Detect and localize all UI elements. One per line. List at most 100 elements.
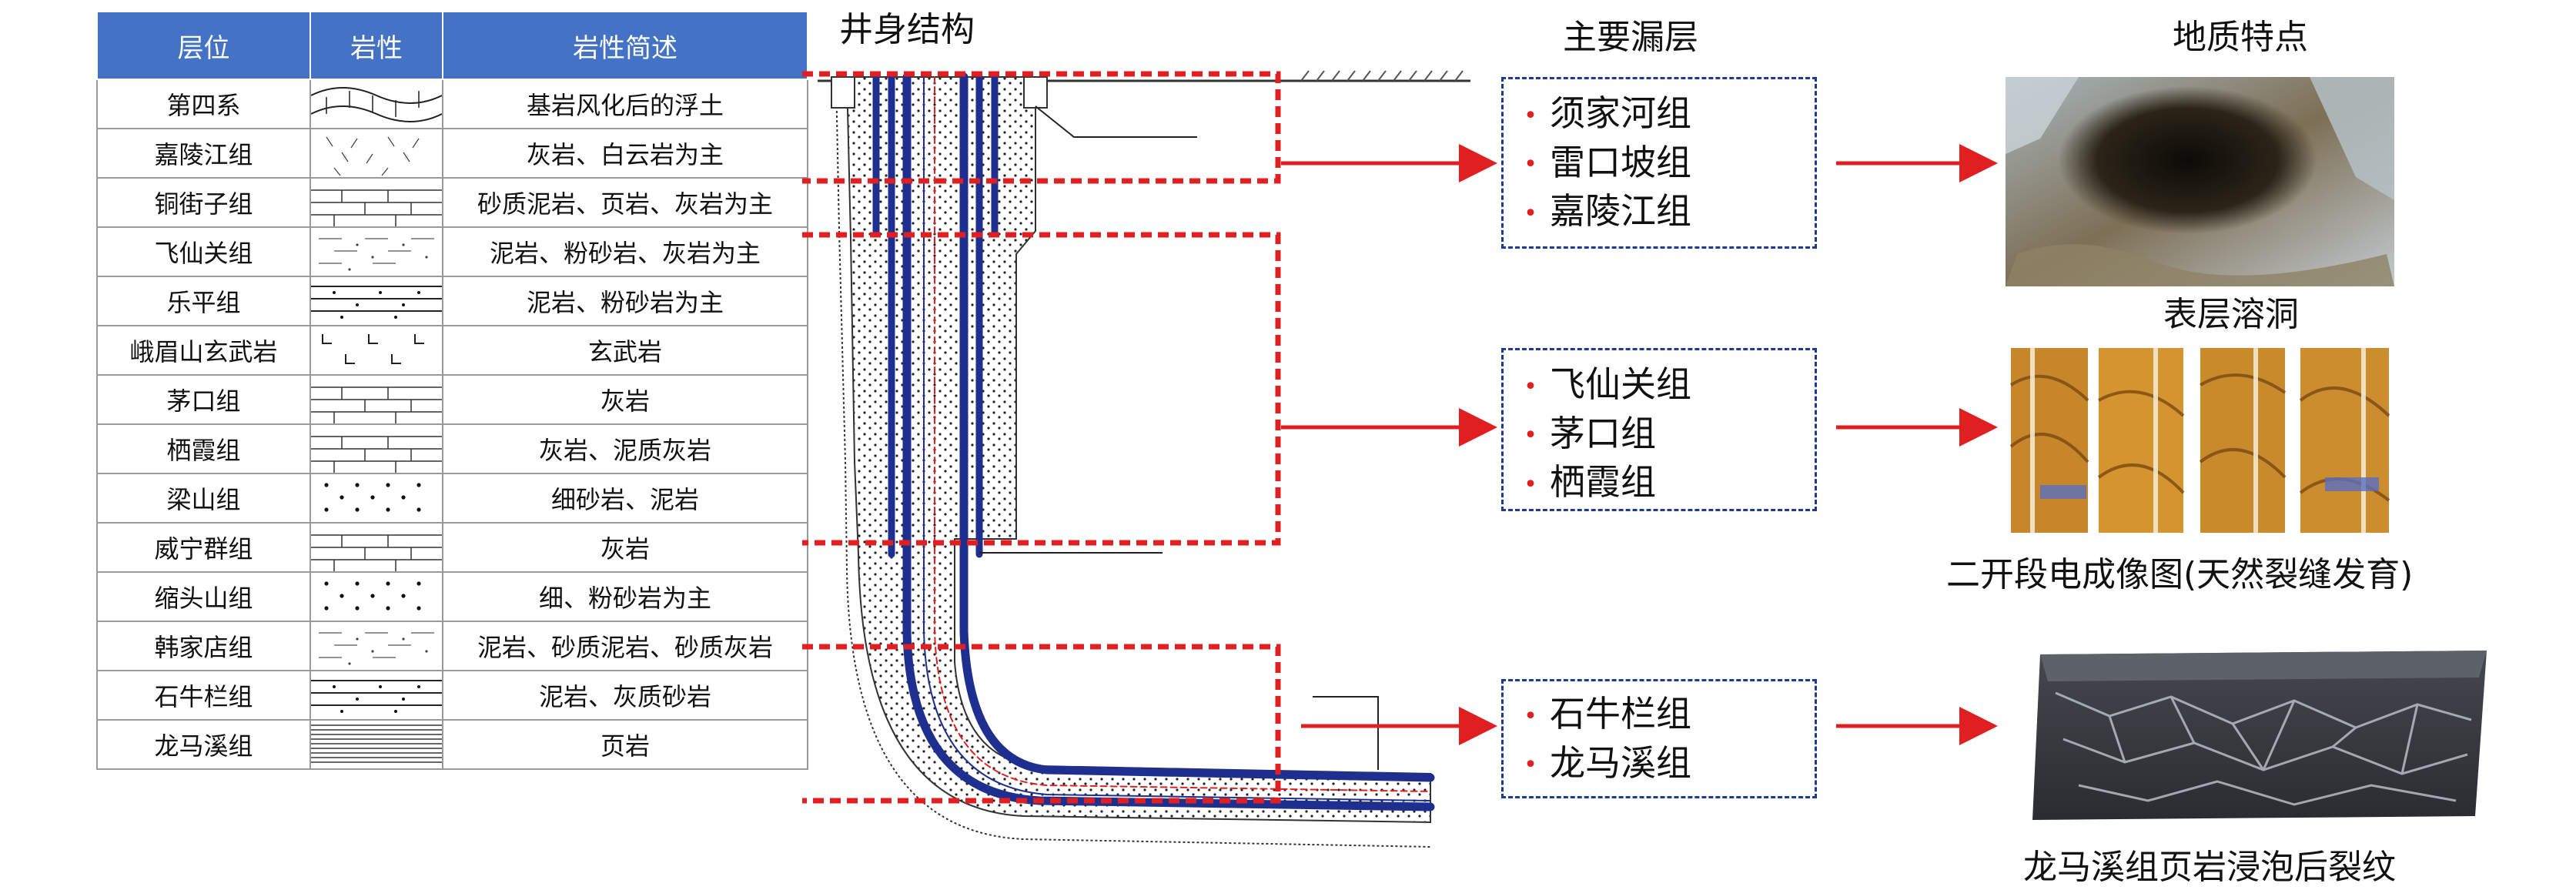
lithology-description: 灰岩 <box>442 522 808 573</box>
table-row: 威宁群组 灰岩 <box>96 522 808 573</box>
bullet-icon: • <box>1524 751 1537 778</box>
layer-name: 韩家店组 <box>96 621 311 671</box>
bullet-icon: • <box>1524 199 1537 227</box>
table-row: 峨眉山玄武岩 玄武岩 <box>96 325 808 376</box>
layer-name: 第四系 <box>96 79 311 129</box>
table-row: 嘉陵江组 灰岩、白云岩为主 <box>96 128 808 179</box>
bullet-icon: • <box>1524 102 1537 129</box>
bullet-icon: • <box>1524 373 1537 400</box>
loss-zone-outlines <box>802 71 1281 804</box>
table-row: 梁山组 细砂岩、泥岩 <box>96 473 808 524</box>
table-row: 栖霞组灰岩、泥质灰岩 <box>96 423 808 474</box>
title-geology: 地质特点 <box>2173 18 2308 57</box>
lithology-description: 细砂岩、泥岩 <box>442 473 808 524</box>
lithology-pattern-mudstone-dots <box>309 226 443 277</box>
bullet-icon: • <box>1524 470 1537 498</box>
lithology-description: 泥岩、灰质砂岩 <box>442 670 808 721</box>
lithology-pattern-siltstone <box>309 670 443 721</box>
lithology-description: 基岩风化后的浮土 <box>442 79 808 129</box>
table-row: 石牛栏组 泥岩、灰质砂岩 <box>96 670 808 721</box>
header-layer: 层位 <box>96 11 311 80</box>
lithology-description: 玄武岩 <box>442 325 808 376</box>
lithology-pattern-limestone <box>309 177 443 228</box>
lithology-pattern-basalt <box>309 325 443 376</box>
lithology-pattern-shale <box>309 719 443 770</box>
layer-name: 乐平组 <box>96 276 311 326</box>
layer-name: 飞仙关组 <box>96 226 311 277</box>
layer-name: 龙马溪组 <box>96 719 311 770</box>
loss-zone-label: 栖霞组 <box>1550 461 1656 503</box>
lithology-description: 灰岩 <box>442 374 808 425</box>
lithology-description: 泥岩、粉砂岩、灰岩为主 <box>442 226 808 277</box>
title-well-structure: 井身结构 <box>839 10 975 49</box>
loss-zone-item: • 石牛栏组 <box>1511 691 1815 740</box>
header-description: 岩性简述 <box>442 11 808 80</box>
layer-name: 茅口组 <box>96 374 311 425</box>
caption-shale-cracks: 龙马溪组页岩浸泡后裂纹 <box>2023 848 2396 887</box>
layer-name: 峨眉山玄武岩 <box>96 325 311 376</box>
lithology-pattern-limestone-dolomite <box>309 128 443 179</box>
casing-shoe-lines <box>979 105 1379 770</box>
caption-image-log: 二开段电成像图(天然裂缝发育) <box>1946 555 2414 594</box>
layer-name: 嘉陵江组 <box>96 128 311 179</box>
layer-name: 威宁群组 <box>96 522 311 573</box>
lithology-description: 砂质泥岩、页岩、灰岩为主 <box>442 177 808 228</box>
layer-name: 缩头山组 <box>96 571 311 622</box>
lithology-description: 泥岩、粉砂岩为主 <box>442 276 808 326</box>
layer-name: 铜街子组 <box>96 177 311 228</box>
lithology-description: 细、粉砂岩为主 <box>442 571 808 622</box>
bullet-icon: • <box>1524 422 1537 449</box>
table-row: 茅口组 灰岩 <box>96 374 808 425</box>
lithology-pattern-mudstone-dots <box>309 621 443 671</box>
bullet-icon: • <box>1524 702 1537 730</box>
loss-zone-item: • 栖霞组 <box>1511 459 1815 508</box>
loss-zone-item: • 飞仙关组 <box>1511 361 1815 410</box>
loss-zone-label: 嘉陵江组 <box>1550 190 1691 232</box>
layer-name: 石牛栏组 <box>96 670 311 721</box>
loss-zone-item: • 茅口组 <box>1511 410 1815 460</box>
photo-surface-karst-cave <box>2006 77 2394 286</box>
layer-name: 梁山组 <box>96 473 311 524</box>
casing-strings <box>831 72 1435 811</box>
table-row: 飞仙关组 泥岩、粉砂岩、灰岩为主 <box>96 226 808 277</box>
header-lithology: 岩性 <box>309 11 443 80</box>
photo-image-log <box>2006 345 2406 536</box>
lithology-pattern-limestone <box>309 374 443 425</box>
lithology-pattern-limestone <box>309 423 443 474</box>
stratigraphy-table: 层位 岩性 岩性简述 第四系 基岩风化后的浮土嘉陵江组 灰岩、白云岩为主铜街子组 砂质… <box>96 11 808 770</box>
lithology-description: 泥岩、砂质泥岩、砂质灰岩 <box>442 621 808 671</box>
title-main-loss-zones: 主要漏层 <box>1563 18 1698 57</box>
lithology-description: 灰岩、白云岩为主 <box>442 128 808 179</box>
lithology-pattern-quaternary <box>309 79 443 129</box>
borehole-cement <box>835 76 1433 848</box>
loss-zone-item: •龙马溪组 <box>1511 740 1815 789</box>
loss-zone-label: 雷口坡组 <box>1550 141 1691 183</box>
loss-zone-item: • 嘉陵江组 <box>1511 188 1815 237</box>
loss-zone-label: 石牛栏组 <box>1550 693 1691 734</box>
table-row: 龙马溪组 页岩 <box>96 719 808 770</box>
table-row: 铜街子组 砂质泥岩、页岩、灰岩为主 <box>96 177 808 228</box>
lithology-pattern-sandstone <box>309 473 443 524</box>
table-row: 乐平组 泥岩、粉砂岩为主 <box>96 276 808 326</box>
loss-zone-item: • 须家河组 <box>1511 90 1815 139</box>
arrows <box>1281 144 1998 745</box>
loss-zone-label: 须家河组 <box>1550 92 1691 134</box>
lithology-pattern-limestone <box>309 522 443 573</box>
table-row: 第四系 基岩风化后的浮土 <box>96 79 808 129</box>
lithology-pattern-sandstone <box>309 571 443 622</box>
loss-zone-box-2: • 飞仙关组 • 茅口组 • 栖霞组 <box>1501 348 1817 511</box>
caption-surface-karst: 表层溶洞 <box>2163 295 2299 334</box>
table-row: 缩头山组 细、粉砂岩为主 <box>96 571 808 622</box>
photo-shale-cracks <box>2032 651 2487 820</box>
lithology-pattern-siltstone <box>309 276 443 326</box>
loss-zone-box-1: • 须家河组 • 雷口坡组 • 嘉陵江组 <box>1501 77 1817 249</box>
loss-zone-label: 飞仙关组 <box>1550 363 1691 405</box>
lithology-description: 灰岩、泥质灰岩 <box>442 423 808 474</box>
bullet-icon: • <box>1524 151 1537 178</box>
loss-zone-item: • 雷口坡组 <box>1511 139 1815 189</box>
table-row: 韩家店组 泥岩、砂质泥岩、砂质灰岩 <box>96 621 808 671</box>
loss-zone-label: 茅口组 <box>1550 412 1656 454</box>
loss-zone-box-3: • 石牛栏组 •龙马溪组 <box>1501 679 1817 798</box>
lithology-description: 页岩 <box>442 719 808 770</box>
